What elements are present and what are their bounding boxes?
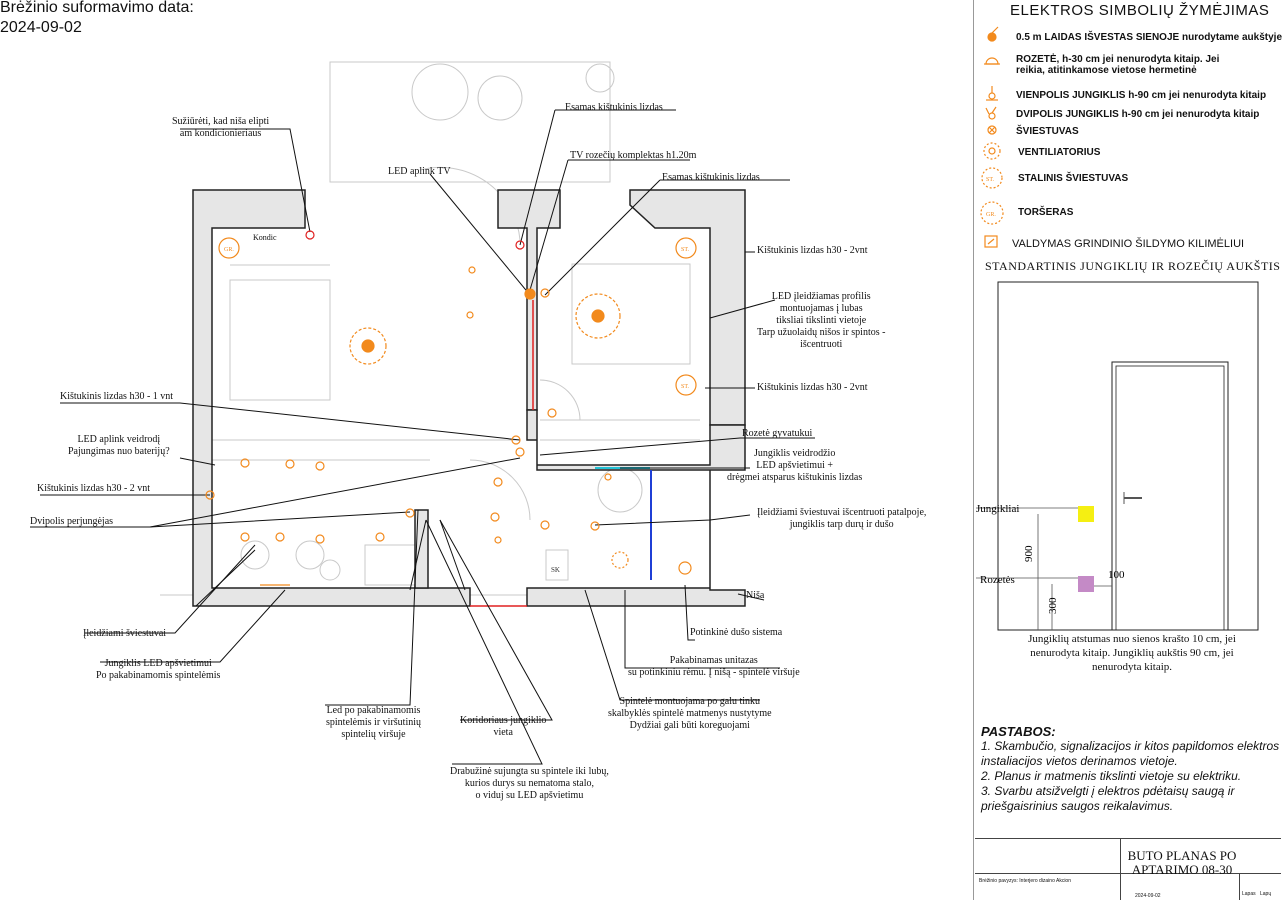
callout-existing-outlet-2: Esamas kištukinis lizdas — [662, 172, 760, 183]
title-block-small-mid: 2024-09-02 — [1135, 893, 1161, 899]
legend-item-single-switch: VIENPOLIS JUNGIKLIS h-90 cm jei nenurody… — [1016, 90, 1267, 101]
note-3: 3. Svarbu atsižvelgti į elektros pdėtais… — [981, 784, 1235, 813]
callout-double-switch: Dvipolis perjungėjas — [30, 516, 114, 527]
legend-item-socket: ROZETĖ, h-30 cm jei nenurodyta kitaip. J… — [1016, 54, 1220, 76]
title-block: BUTO PLANAS PO APTARIMO 08-30 Brėžinio p… — [975, 838, 1281, 900]
drawing-date-label: Brėžinio suformavimo data: — [0, 0, 194, 16]
drawing-date-value: 2024-09-02 — [0, 19, 82, 36]
callout-led-tv: LED aplink TV — [388, 166, 451, 177]
notes-block: PASTABOS: 1. Skambučio, signalizacijos i… — [981, 724, 1281, 814]
socket-marker — [1078, 576, 1094, 592]
callout-shower: Potinkinė dušo sistema — [690, 627, 783, 638]
callout-wardrobe: Drabužinė sujungta su spintele iki lubų,… — [450, 766, 609, 801]
callout-recessed-right: Įleidžiami šviestuvai išcentruoti patalp… — [757, 507, 927, 530]
title-block-small-right2: Lapų — [1260, 891, 1272, 897]
legend-item-floor-lamp: TORŠERAS — [1018, 207, 1074, 218]
plan-st-label: ST. — [681, 247, 690, 253]
plan-st-label-2: ST. — [681, 384, 690, 390]
socket-icon — [984, 57, 1000, 65]
dim-300: 300 — [1047, 597, 1059, 614]
socket-label: Rozetės — [980, 574, 1015, 586]
callout-nisa: Niša — [746, 590, 765, 601]
electrical-symbols — [205, 230, 697, 586]
callout-existing-outlet: Esamas kištukinis lizdas — [565, 102, 663, 113]
legend-item-table-lamp: STALINIS ŠVIESTUVAS — [1018, 173, 1129, 184]
red-lines — [470, 300, 534, 607]
furniture-outlines — [160, 61, 700, 596]
legend-item-cable: 0.5 m LAIDAS IŠVESTAS SIENOJE nurodytame… — [1016, 32, 1282, 43]
plan-sk-label: SK — [551, 566, 560, 574]
plan-gr-label: GR. — [224, 247, 234, 253]
legend-item-double-switch: DVIPOLIS JUNGIKLIS h-90 cm jei nenurodyt… — [1016, 109, 1260, 120]
floor-lamp-icon — [980, 201, 1004, 225]
light-icon — [987, 125, 997, 135]
table-lamp-icon — [981, 167, 1003, 189]
svg-text:GR.: GR. — [986, 212, 996, 218]
floor-plan: GR. ST. ST. SK — [30, 61, 815, 765]
legend-title: ELEKTROS SIMBOLIŲ ŽYMĖJIMAS — [1010, 2, 1270, 19]
callout-socket-l1: Kištukinis lizdas h30 - 1 vnt — [60, 391, 174, 402]
callout-socket-r1: Kištukinis lizdas h30 - 2vnt — [757, 245, 868, 256]
walls — [192, 189, 746, 607]
title-block-small-left: Brėžinio pavyzys: Interjero dizaino Akci… — [979, 878, 1071, 884]
callout-socket-l2: Kištukinis lizdas h30 - 2 vnt — [37, 483, 151, 494]
title-block-small-right1: Lapas — [1242, 891, 1256, 897]
dim-900: 900 — [1023, 545, 1035, 562]
callout-recessed-left: Įleidžiami šviestuvai — [83, 628, 167, 639]
note-2: 2. Planus ir matmenis tikslinti vietoje … — [981, 769, 1242, 783]
callout-tv-set: TV rozečių komplektas h1.20m — [570, 150, 697, 161]
cable-point-icon — [987, 26, 999, 42]
dim-100: 100 — [1108, 569, 1125, 581]
legend-item-fan: VENTILIATORIUS — [1018, 147, 1101, 158]
legend-icons: ST. GR. — [980, 26, 1004, 248]
fan-icon — [983, 142, 1001, 160]
legend-item-floor-heating: VALDYMAS GRINDINIO ŠILDYMO KILIMĖLIUI — [1012, 238, 1245, 250]
svg-text:ST.: ST. — [986, 177, 995, 183]
standard-title: STANDARTINIS JUNGIKLIŲ IR ROZEČIŲ AUKŠTI… — [985, 259, 1281, 273]
double-switch-icon — [985, 106, 997, 120]
standard-note: Jungiklių atstumas nuo sienos krašto 10 … — [1028, 633, 1236, 673]
switch-label: Jungikliai — [976, 503, 1019, 515]
callout-rozete-hood: Rozetė gyvatukui — [742, 428, 813, 439]
legend-item-light: ŠVIESTUVAS — [1016, 126, 1079, 137]
callout-kondic: Kondic — [253, 233, 277, 242]
notes-title: PASTABOS: — [981, 724, 1056, 739]
switch-marker — [1078, 506, 1094, 522]
leader-lines — [30, 109, 815, 765]
standard-heights-diagram: 900 300 100 Jungikliai Rozetės — [976, 281, 1259, 631]
note-1: 1. Skambučio, signalizacijos ir kitos pa… — [981, 739, 1280, 768]
title-block-title: BUTO PLANAS PO APTARIMO 08-30 — [1127, 848, 1237, 877]
panel-divider — [973, 0, 974, 900]
callout-socket-r2: Kištukinis lizdas h30 - 2vnt — [757, 382, 868, 393]
floor-heating-icon — [984, 235, 998, 248]
single-switch-icon — [986, 86, 998, 101]
